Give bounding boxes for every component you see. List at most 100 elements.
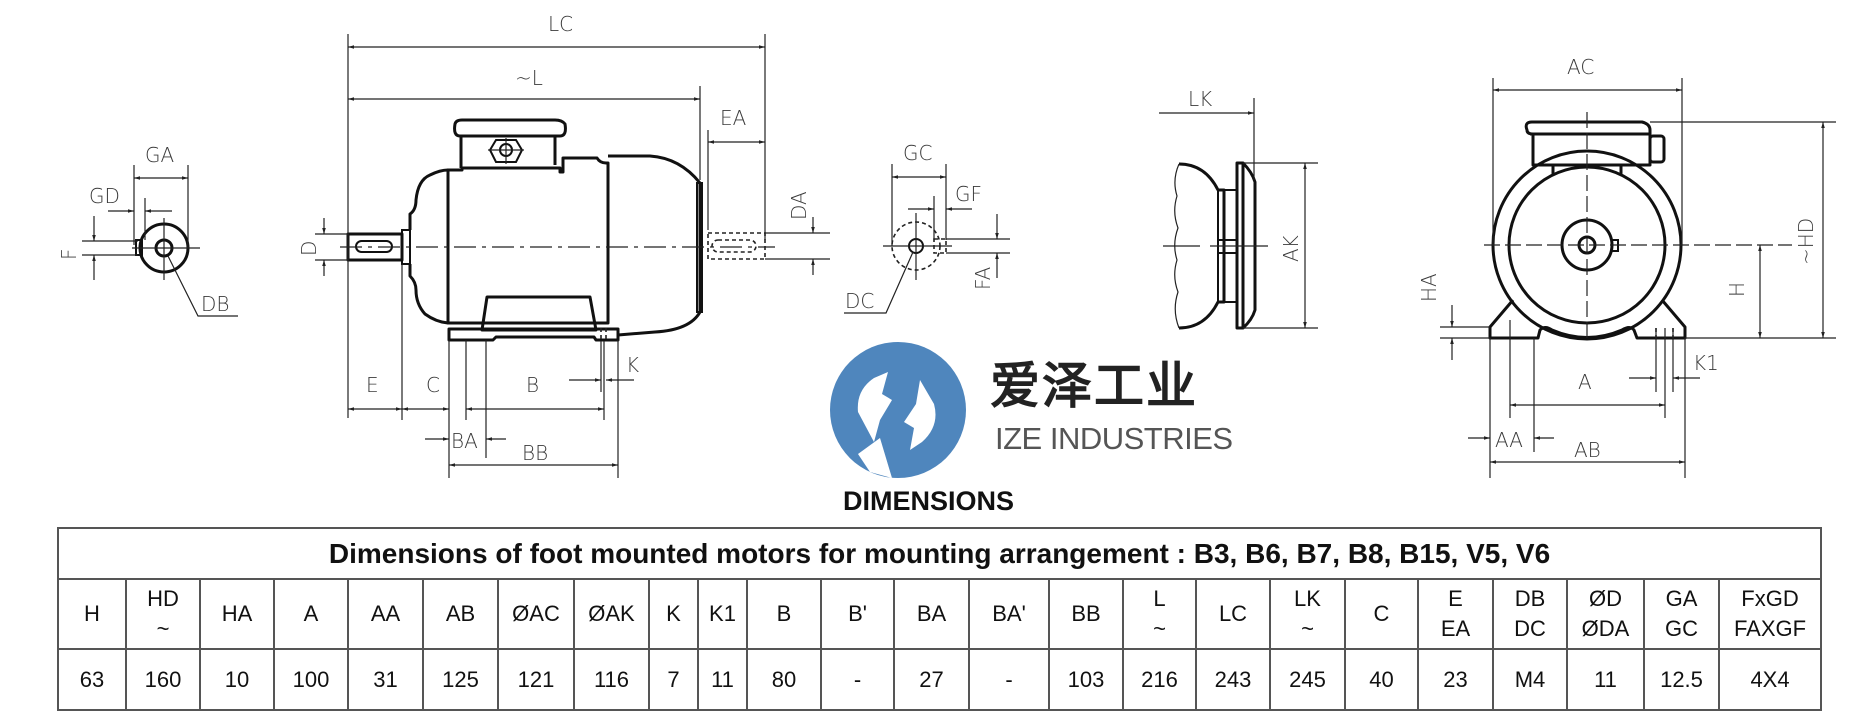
- column-header-sublabel: ~: [1153, 616, 1166, 641]
- table-cell: 80: [746, 648, 822, 711]
- label-ba: BA: [451, 429, 478, 453]
- label-k1: K1: [1693, 351, 1719, 375]
- table-cell: 23: [1417, 648, 1494, 711]
- column-header-label: BA: [916, 601, 947, 626]
- label-ea: EA: [720, 106, 747, 130]
- column-header: AB: [422, 578, 499, 650]
- column-header-label: GA: [1665, 586, 1698, 611]
- column-header: K: [648, 578, 699, 650]
- table-cell: 243: [1195, 648, 1271, 711]
- label-lk: LK: [1188, 87, 1212, 111]
- motor-side-view: LC ~L EA DA D E C B: [297, 12, 830, 478]
- label-ga: GA: [145, 143, 174, 167]
- table-cell: 11: [697, 648, 748, 711]
- column-header-label: K1: [709, 601, 736, 626]
- column-header-label: BB: [1071, 601, 1101, 626]
- table-cell: 63: [57, 648, 127, 711]
- column-header: A: [273, 578, 349, 650]
- column-header-label: B: [776, 601, 792, 626]
- column-header: L~: [1122, 578, 1197, 650]
- label-e: E: [366, 373, 379, 397]
- column-header: AA: [347, 578, 424, 650]
- ize-logo-icon: [830, 342, 966, 478]
- table-cell: 121: [497, 648, 575, 711]
- label-ak: AK: [1279, 235, 1303, 262]
- table-cell: 125: [422, 648, 499, 711]
- column-header: C: [1344, 578, 1419, 650]
- table-cell: M4: [1492, 648, 1568, 711]
- flange-detail-view: LK AK: [1159, 87, 1318, 330]
- label-ac: AC: [1567, 55, 1594, 79]
- column-header-sublabel: ~: [156, 616, 170, 641]
- column-header: BA: [893, 578, 970, 650]
- label-gd: GD: [89, 184, 120, 208]
- table-cell: 116: [573, 648, 650, 711]
- column-header-sublabel: ØDA: [1581, 616, 1630, 641]
- column-header-label: H: [84, 601, 100, 626]
- dimensions-table: Dimensions of foot mounted motors for mo…: [56, 527, 1823, 711]
- label-f: F: [57, 248, 81, 260]
- table-cell: 4X4: [1717, 648, 1823, 711]
- column-header-label: HA: [221, 601, 253, 626]
- column-header-sublabel: DC: [1514, 616, 1546, 641]
- motor-front-view: AC ~HD H HA A K1 AA AB: [1417, 55, 1836, 478]
- column-header-label: BA': [992, 601, 1026, 626]
- label-ab: AB: [1574, 438, 1601, 462]
- column-header-label: LK: [1294, 586, 1321, 611]
- column-header-label: DB: [1514, 586, 1546, 611]
- column-header-label: AB: [445, 601, 476, 626]
- column-header: HD ~: [125, 578, 201, 650]
- label-lc: LC: [548, 12, 573, 36]
- column-header-label: HD: [147, 586, 179, 611]
- label-a: A: [1578, 370, 1592, 394]
- label-ha: HA: [1417, 273, 1441, 302]
- label-hd: ~HD: [1794, 218, 1818, 265]
- column-header: DB DC: [1492, 578, 1568, 650]
- column-header: BB: [1048, 578, 1124, 650]
- column-header: LK ~: [1269, 578, 1346, 650]
- label-aa: AA: [1495, 428, 1523, 452]
- column-header-sublabel: FAXGF: [1733, 616, 1807, 641]
- column-header-sublabel: ~: [1301, 616, 1314, 641]
- table-cell: -: [820, 648, 895, 711]
- label-dc: DC: [845, 289, 874, 313]
- label-gc: GC: [903, 141, 932, 165]
- label-da: DA: [787, 191, 811, 220]
- brand-name-cn: 爱泽工业: [990, 357, 1198, 415]
- label-d: D: [297, 241, 321, 256]
- column-header-label: FxGD: [1741, 586, 1799, 611]
- column-header: K1: [697, 578, 748, 650]
- label-bb: BB: [522, 441, 548, 465]
- column-header-sublabel: EA: [1440, 616, 1471, 641]
- label-h: H: [1725, 282, 1749, 297]
- table-cell: 216: [1122, 648, 1197, 711]
- shaft-end-view: GA GD F DB: [57, 143, 238, 317]
- table-cell: 100: [273, 648, 349, 711]
- table-cell: 40: [1344, 648, 1419, 711]
- column-header-label: LC: [1218, 601, 1248, 626]
- table-cell: 10: [199, 648, 275, 711]
- column-header-label: K: [666, 601, 681, 626]
- column-header-label: L: [1153, 586, 1166, 611]
- label-c: C: [426, 373, 440, 397]
- table-cell: 103: [1048, 648, 1124, 711]
- column-header-label: C: [1373, 601, 1390, 626]
- column-header-label: ØD: [1589, 586, 1622, 611]
- section-title: DIMENSIONS: [843, 486, 1015, 516]
- column-header: E EA: [1417, 578, 1494, 650]
- table-cell: 160: [125, 648, 201, 711]
- column-header-label: B': [848, 601, 867, 626]
- column-header-label: AA: [370, 601, 401, 626]
- column-header-label: ØAK: [588, 601, 635, 626]
- table-cell: 11: [1566, 648, 1645, 711]
- column-header: LC: [1195, 578, 1271, 650]
- column-header-label: ØAC: [512, 601, 560, 626]
- column-header: B': [820, 578, 895, 650]
- column-header-label: E: [1448, 586, 1463, 611]
- column-header: H: [57, 578, 127, 650]
- column-header: ØAC: [497, 578, 575, 650]
- table-cell: 245: [1269, 648, 1346, 711]
